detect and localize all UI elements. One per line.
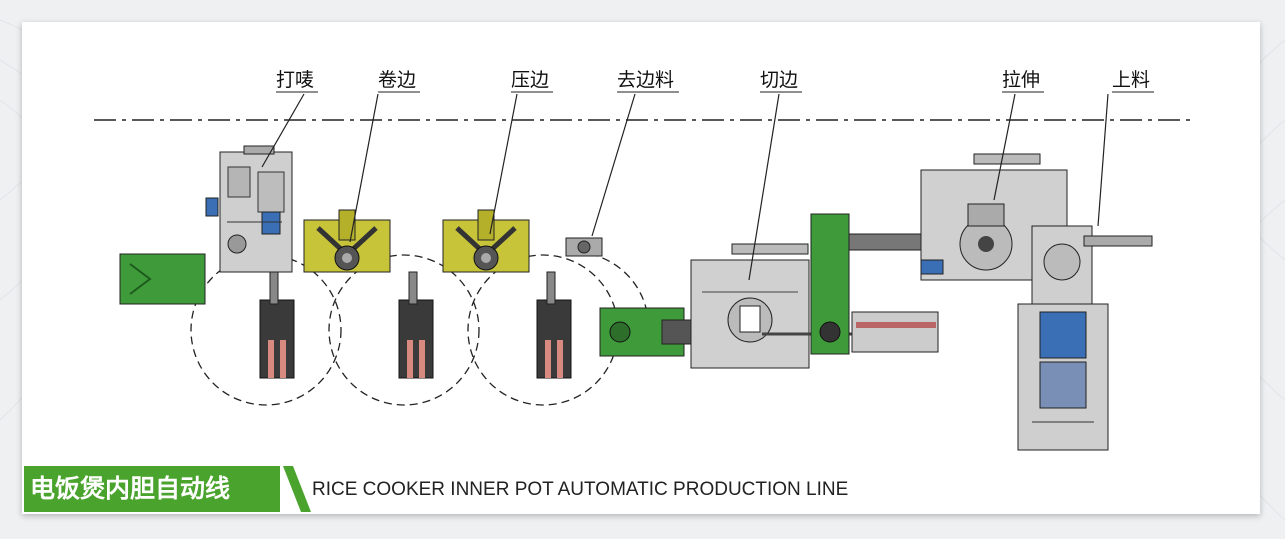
label-stretch: 拉伸 xyxy=(1002,69,1040,91)
vertical-transfer xyxy=(810,213,950,355)
caption-title-en: RICE COOKER INNER POT AUTOMATIC PRODUCTI… xyxy=(312,479,849,500)
cut-machine xyxy=(690,243,872,369)
transfer-circle-2 xyxy=(328,254,480,406)
punch-machine xyxy=(205,145,293,273)
label-press: 压边 xyxy=(511,69,549,91)
trim-waste-unit xyxy=(565,237,603,257)
gripper-1 xyxy=(259,271,295,379)
caption-title-cn: 电饭煲内胆自动线 xyxy=(24,466,280,512)
production-line-diagram: 打唛 卷边 压边 去边料 切边 拉伸 上料 xyxy=(94,69,1194,451)
caption-slash-icon xyxy=(283,466,311,512)
station-labels: 打唛 卷边 压边 去边料 切边 拉伸 上料 xyxy=(276,69,1154,93)
gripper-2 xyxy=(398,271,434,379)
transfer-arc-4 xyxy=(589,253,648,313)
transfer-grippers xyxy=(259,271,572,379)
leader-lines xyxy=(261,93,1109,281)
label-punch: 打唛 xyxy=(276,69,314,91)
shuttle-conveyor xyxy=(599,307,703,357)
press-machine xyxy=(442,209,530,273)
label-trim-waste: 去边料 xyxy=(617,69,674,91)
label-curl: 卷边 xyxy=(378,69,416,91)
curl-machine xyxy=(303,209,391,273)
loader-machine xyxy=(1017,225,1153,451)
label-cut: 切边 xyxy=(760,69,798,91)
diagram-card: 打唛 卷边 压边 去边料 切边 拉伸 上料 xyxy=(22,22,1260,514)
label-load: 上料 xyxy=(1112,69,1150,91)
infeed-conveyor xyxy=(119,253,206,305)
gripper-3 xyxy=(536,271,572,379)
